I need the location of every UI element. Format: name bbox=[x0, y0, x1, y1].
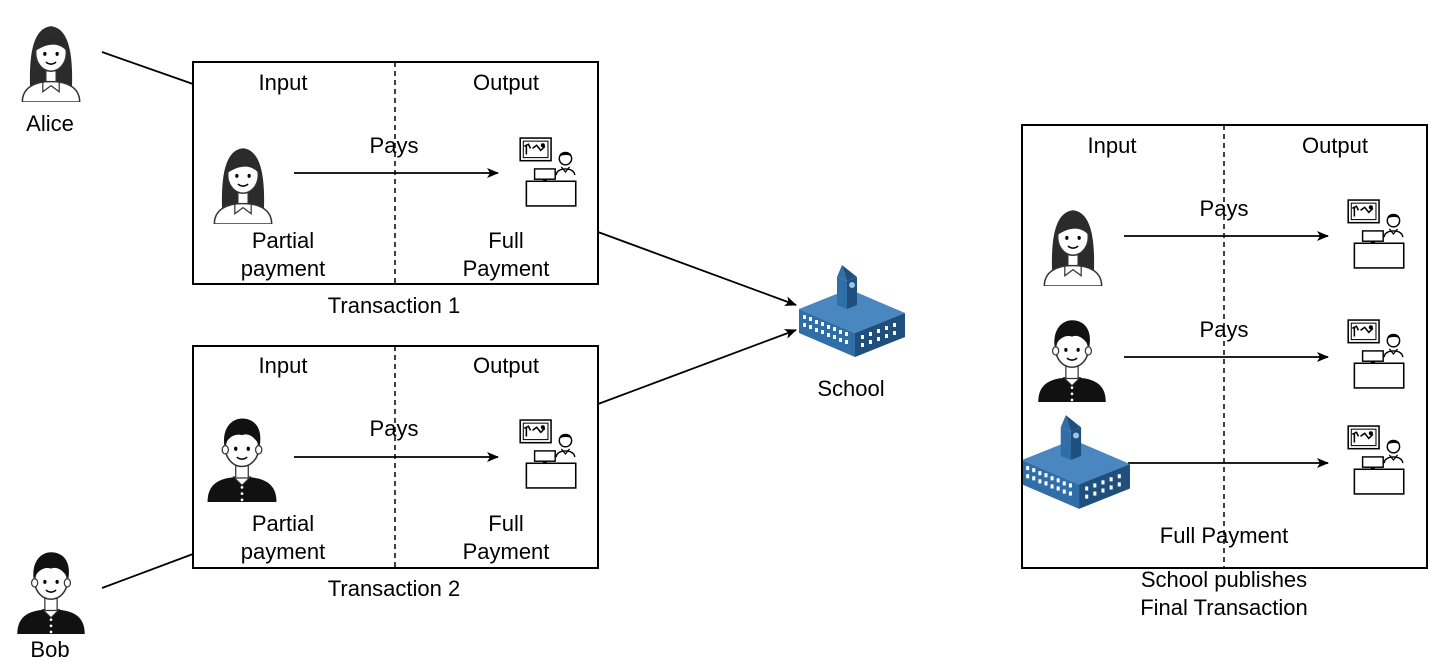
alice-avatar-icon bbox=[21, 25, 81, 102]
alice-label: Alice bbox=[26, 111, 74, 136]
tx1-output-label-2: Payment bbox=[462, 256, 550, 281]
school-label: School bbox=[817, 376, 885, 401]
tx1-output-label-1: Full bbox=[488, 228, 524, 253]
tx2-input-header: Input bbox=[258, 353, 308, 378]
tx2-caption: Transaction 2 bbox=[327, 576, 461, 601]
tx2-input-label-2: payment bbox=[240, 539, 326, 564]
tx1-pays-label: Pays bbox=[369, 133, 419, 158]
tx2-input-label-1: Partial bbox=[251, 511, 315, 536]
school-building-icon bbox=[799, 265, 905, 357]
final-output-header: Output bbox=[1301, 133, 1369, 158]
tx1-input-label-1: Partial bbox=[251, 228, 315, 253]
tx2-to-school-arrow bbox=[597, 329, 797, 405]
bob-connector bbox=[101, 553, 194, 589]
bob-avatar-icon bbox=[16, 551, 86, 634]
tx2-output-label-2: Payment bbox=[462, 539, 550, 564]
tx1-input-header: Input bbox=[258, 70, 308, 95]
tx1-output-header: Output bbox=[472, 70, 540, 95]
final-transaction-box bbox=[1021, 124, 1428, 569]
tx2-output-header: Output bbox=[472, 353, 540, 378]
alice-connector bbox=[101, 51, 194, 85]
transaction-1-box bbox=[192, 61, 599, 285]
final-full-payment-label: Full Payment bbox=[1159, 523, 1289, 548]
tx2-pays-label: Pays bbox=[369, 416, 419, 441]
final-input-header: Input bbox=[1087, 133, 1137, 158]
bob-label: Bob bbox=[30, 637, 70, 662]
tx2-output-label-1: Full bbox=[488, 511, 524, 536]
final-caption-line1: School publishes bbox=[1140, 567, 1308, 592]
final-caption-line2: Final Transaction bbox=[1140, 595, 1308, 620]
tx1-input-label-2: payment bbox=[240, 256, 326, 281]
tx1-to-school-arrow bbox=[597, 231, 797, 306]
final-row1-pays-label: Pays bbox=[1199, 196, 1249, 221]
final-row2-pays-label: Pays bbox=[1199, 317, 1249, 342]
transaction-2-box bbox=[192, 345, 599, 569]
tx1-caption: Transaction 1 bbox=[327, 293, 461, 318]
